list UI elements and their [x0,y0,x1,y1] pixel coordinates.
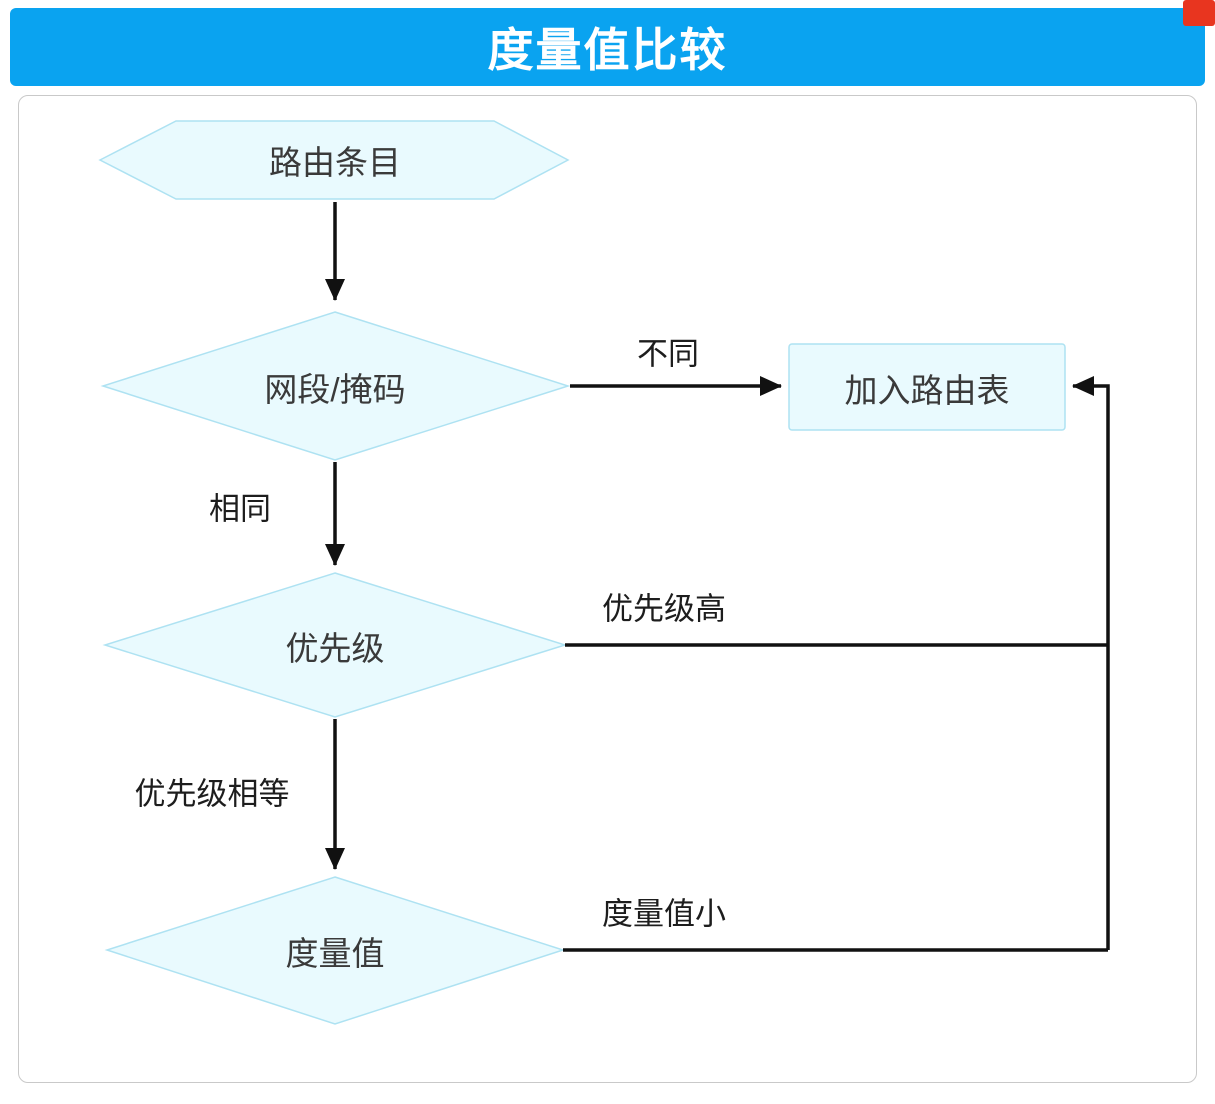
edge-label-priority-equal: 优先级相等 [134,776,290,812]
node-label-metric: 度量值 [285,935,385,972]
red-corner-marker [1183,0,1215,26]
page-title: 度量值比较 [487,24,728,76]
node-label-route-entry: 路由条目 [269,144,401,181]
title-bar: 度量值比较 [10,8,1205,86]
edge-label-metric-small: 度量值小 [602,896,726,932]
node-label-add-route: 加入路由表 [844,372,1010,409]
node-label-priority: 优先级 [285,630,385,667]
edge-label-different: 不同 [637,336,699,372]
edge-label-same: 相同 [209,491,271,527]
node-label-segment-mask: 网段/掩码 [264,371,406,408]
edge-label-priority-high: 优先级高 [602,591,726,627]
